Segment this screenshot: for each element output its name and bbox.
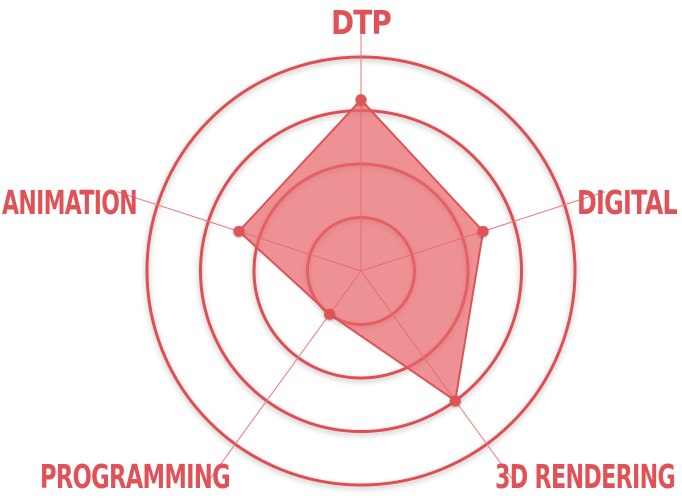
- data-point-animation: [233, 225, 245, 237]
- data-point-programming: [324, 308, 336, 320]
- data-point-dtp: [355, 94, 367, 106]
- axis-label-animation: ANIMATION: [2, 183, 137, 222]
- radar-points: [233, 94, 489, 407]
- radar-axis-labels: DTP DIGITAL 3D RENDERING PROGRAMMING ANIMATI…: [2, 3, 679, 496]
- data-point-digital: [477, 225, 489, 237]
- axis-label-programming: PROGRAMMING: [40, 457, 230, 496]
- axis-label-3d-rendering: 3D RENDERING: [495, 457, 675, 496]
- data-point-3d-rendering: [449, 395, 461, 407]
- radar-series: [237, 98, 485, 402]
- axis-label-digital: DIGITAL: [577, 183, 678, 222]
- series-area: [237, 98, 485, 402]
- axis-label-dtp: DTP: [331, 3, 391, 42]
